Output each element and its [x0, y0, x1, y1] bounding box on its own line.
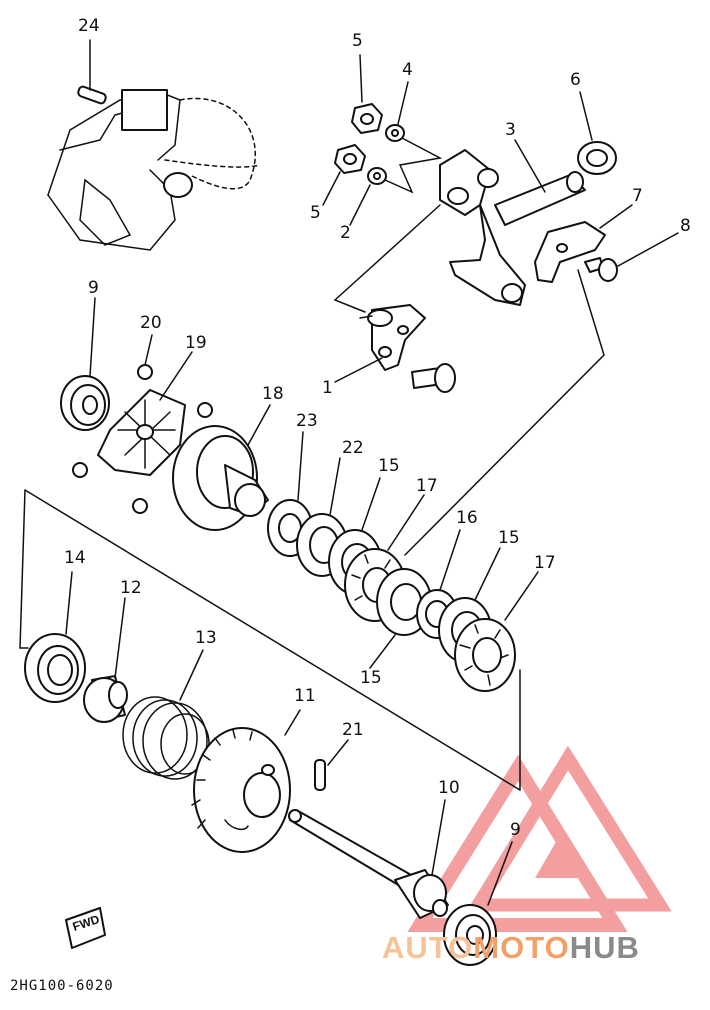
diagram-code: 2HG100-6020	[10, 978, 114, 994]
lever-1	[359, 304, 426, 371]
callout-15-b: 15	[498, 528, 520, 548]
plate-7	[534, 221, 606, 283]
callout-3: 3	[505, 120, 516, 140]
steel-balls-20	[72, 364, 213, 514]
callout-21: 21	[342, 720, 364, 740]
push-lever-shaft-3	[439, 149, 586, 306]
push-plate-18	[172, 425, 269, 531]
watermark-text: AUTOMOTOHUB	[382, 930, 640, 966]
callout-13: 13	[195, 628, 217, 648]
gear-11	[191, 727, 291, 853]
callout-10: 10	[438, 778, 460, 798]
callout-9-left: 9	[88, 278, 99, 298]
callout-1: 1	[322, 378, 333, 398]
pin-21	[314, 759, 326, 791]
callout-18: 18	[262, 384, 284, 404]
callout-20: 20	[140, 313, 162, 333]
callout-6: 6	[570, 70, 581, 90]
spring-13	[122, 696, 210, 780]
callout-2: 2	[340, 223, 351, 243]
watermark-logo	[407, 745, 672, 932]
callout-5-upper: 5	[352, 31, 363, 51]
oil-seal-6	[577, 141, 617, 175]
callout-11: 11	[294, 686, 316, 706]
callout-19: 19	[185, 333, 207, 353]
callout-14: 14	[64, 548, 86, 568]
oil-seal-14	[24, 633, 86, 703]
callout-12: 12	[120, 578, 142, 598]
ball-retainer-19	[97, 389, 186, 476]
callout-16: 16	[456, 508, 478, 528]
washer-2	[367, 167, 387, 185]
callout-22: 22	[342, 438, 364, 458]
collar-12	[83, 675, 128, 723]
nut-5-upper	[351, 103, 383, 134]
fwd-arrow	[65, 907, 106, 949]
lever-bolt	[411, 363, 456, 393]
callout-5-lower: 5	[310, 203, 321, 223]
callout-17-b: 17	[534, 553, 556, 573]
screw-8	[584, 257, 618, 282]
assembly-lines	[19, 204, 605, 791]
bearing-9-left	[60, 375, 110, 431]
callout-15-a: 15	[378, 456, 400, 476]
callout-7: 7	[632, 186, 643, 206]
callout-8: 8	[680, 216, 691, 236]
dowel-pin-24	[77, 85, 107, 105]
callout-4: 4	[402, 60, 413, 80]
callout-24: 24	[78, 16, 100, 36]
callout-23: 23	[296, 411, 318, 431]
shaft-10	[288, 809, 449, 919]
clutch-plate-17-b	[454, 618, 516, 692]
callout-15-c: 15	[360, 668, 382, 688]
washer-4	[385, 124, 405, 142]
callout-9-right: 9	[510, 820, 521, 840]
callout-17-a: 17	[416, 476, 438, 496]
nut-5-lower	[334, 144, 366, 174]
watermark-part-hub: HUB	[569, 930, 640, 965]
leader-lines	[65, 39, 679, 906]
watermark-part-auto: AUTO	[382, 930, 474, 965]
engine-case	[47, 89, 261, 251]
watermark-part-moto: MOTO	[473, 930, 570, 965]
bearing-9-right	[443, 904, 497, 966]
